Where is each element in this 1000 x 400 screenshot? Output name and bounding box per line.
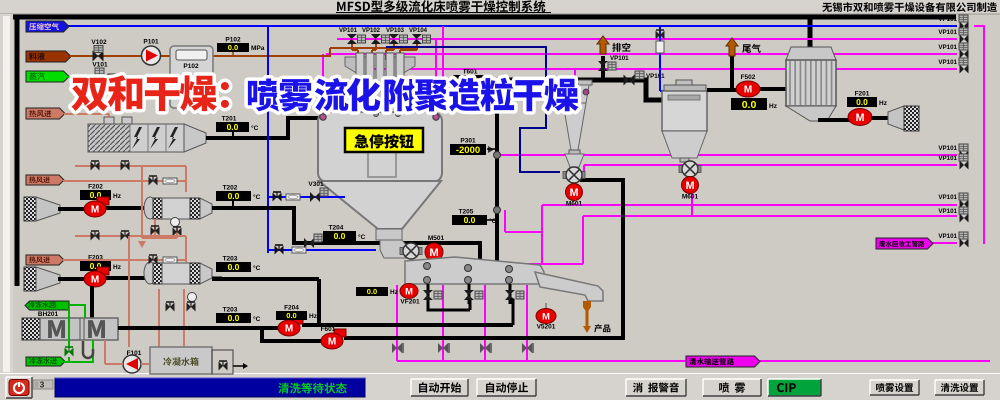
- svg-text:T601: T601: [463, 69, 478, 76]
- svg-text:M601: M601: [566, 201, 583, 208]
- svg-text:VP101: VP101: [938, 155, 957, 162]
- svg-text:VF201: VF201: [400, 299, 420, 306]
- svg-text:3: 3: [40, 381, 45, 390]
- svg-text:Hz: Hz: [309, 313, 318, 320]
- svg-text:M: M: [328, 337, 336, 348]
- svg-text:F204: F204: [284, 305, 299, 312]
- svg-text:0.0: 0.0: [334, 231, 346, 241]
- svg-text:F201: F201: [855, 91, 870, 98]
- svg-text:VP101: VP101: [938, 194, 957, 201]
- svg-text:Hz: Hz: [879, 100, 888, 107]
- svg-text:F203: F203: [88, 255, 103, 262]
- svg-text:0.0: 0.0: [90, 261, 102, 271]
- svg-text:P102: P102: [183, 63, 199, 70]
- svg-text:M: M: [285, 324, 293, 335]
- svg-text:VP101: VP101: [938, 233, 957, 240]
- svg-text:0.0: 0.0: [286, 311, 296, 320]
- svg-text:P301: P301: [460, 138, 476, 145]
- svg-text:BH201: BH201: [38, 311, 59, 318]
- svg-text:°C: °C: [358, 233, 366, 241]
- svg-text:F202: F202: [88, 184, 103, 191]
- svg-text:M: M: [405, 286, 413, 296]
- svg-text:VP101: VP101: [938, 145, 957, 152]
- svg-text:V301: V301: [308, 181, 324, 188]
- svg-text:°C: °C: [253, 315, 261, 323]
- svg-text:VP101: VP101: [938, 208, 957, 215]
- svg-text:M: M: [91, 275, 99, 286]
- svg-text:VP101: VP101: [938, 29, 957, 36]
- svg-text:°C: °C: [253, 193, 261, 201]
- svg-text:M: M: [429, 247, 438, 259]
- svg-text:Hz: Hz: [390, 289, 399, 296]
- svg-text:T203: T203: [223, 307, 238, 314]
- svg-text:VP101: VP101: [339, 28, 358, 34]
- svg-text:M: M: [744, 85, 752, 96]
- svg-text:VP103: VP103: [386, 28, 405, 34]
- svg-text:0.0: 0.0: [228, 262, 240, 272]
- svg-text:VP101: VP101: [938, 16, 957, 23]
- svg-text:V5201: V5201: [537, 324, 556, 331]
- svg-text:VP101: VP101: [646, 73, 665, 80]
- svg-text:V102: V102: [91, 39, 107, 46]
- svg-text:T201: T201: [222, 116, 237, 123]
- svg-text:M501: M501: [428, 235, 445, 242]
- svg-text:°C: °C: [489, 217, 497, 225]
- svg-text:Hz: Hz: [113, 193, 122, 200]
- svg-text:0.0: 0.0: [228, 313, 240, 323]
- svg-text:0.0: 0.0: [227, 122, 239, 132]
- svg-text:T204: T204: [329, 225, 344, 232]
- svg-text:VP101: VP101: [938, 44, 957, 51]
- svg-text:0.0: 0.0: [367, 287, 377, 296]
- svg-text:P102: P102: [225, 37, 241, 44]
- svg-text:°C: °C: [251, 124, 259, 132]
- svg-text:M: M: [91, 205, 99, 216]
- svg-text:0.0: 0.0: [228, 191, 240, 201]
- svg-text:VP101: VP101: [938, 59, 957, 66]
- svg-text:V101: V101: [92, 62, 108, 69]
- svg-text:T205: T205: [459, 209, 474, 216]
- svg-text:M: M: [542, 311, 550, 321]
- svg-text:0.0: 0.0: [464, 215, 476, 225]
- svg-text:-2000: -2000: [456, 145, 480, 156]
- svg-text:Hz: Hz: [769, 103, 778, 110]
- svg-text:0.0: 0.0: [228, 43, 238, 52]
- svg-text:F601: F601: [321, 326, 336, 333]
- svg-text:VP101: VP101: [610, 55, 629, 62]
- svg-text:0.0: 0.0: [90, 190, 102, 200]
- svg-text:F502: F502: [741, 74, 756, 81]
- svg-text:T202: T202: [223, 185, 238, 192]
- svg-text:M601: M601: [682, 194, 699, 201]
- svg-text:M: M: [856, 112, 865, 124]
- svg-text:M: M: [570, 187, 579, 199]
- svg-text:VP104: VP104: [409, 28, 428, 34]
- svg-text:M: M: [686, 180, 695, 192]
- svg-text:0.0: 0.0: [856, 97, 868, 107]
- svg-text:MPa: MPa: [251, 45, 265, 52]
- svg-text:T203: T203: [223, 256, 238, 263]
- svg-text:VP102: VP102: [362, 28, 381, 34]
- svg-text:P101: P101: [143, 39, 159, 46]
- svg-text:Hz: Hz: [113, 264, 122, 271]
- svg-text:°C: °C: [253, 264, 261, 272]
- svg-text:F101: F101: [127, 350, 142, 357]
- svg-text:0.0: 0.0: [742, 99, 757, 111]
